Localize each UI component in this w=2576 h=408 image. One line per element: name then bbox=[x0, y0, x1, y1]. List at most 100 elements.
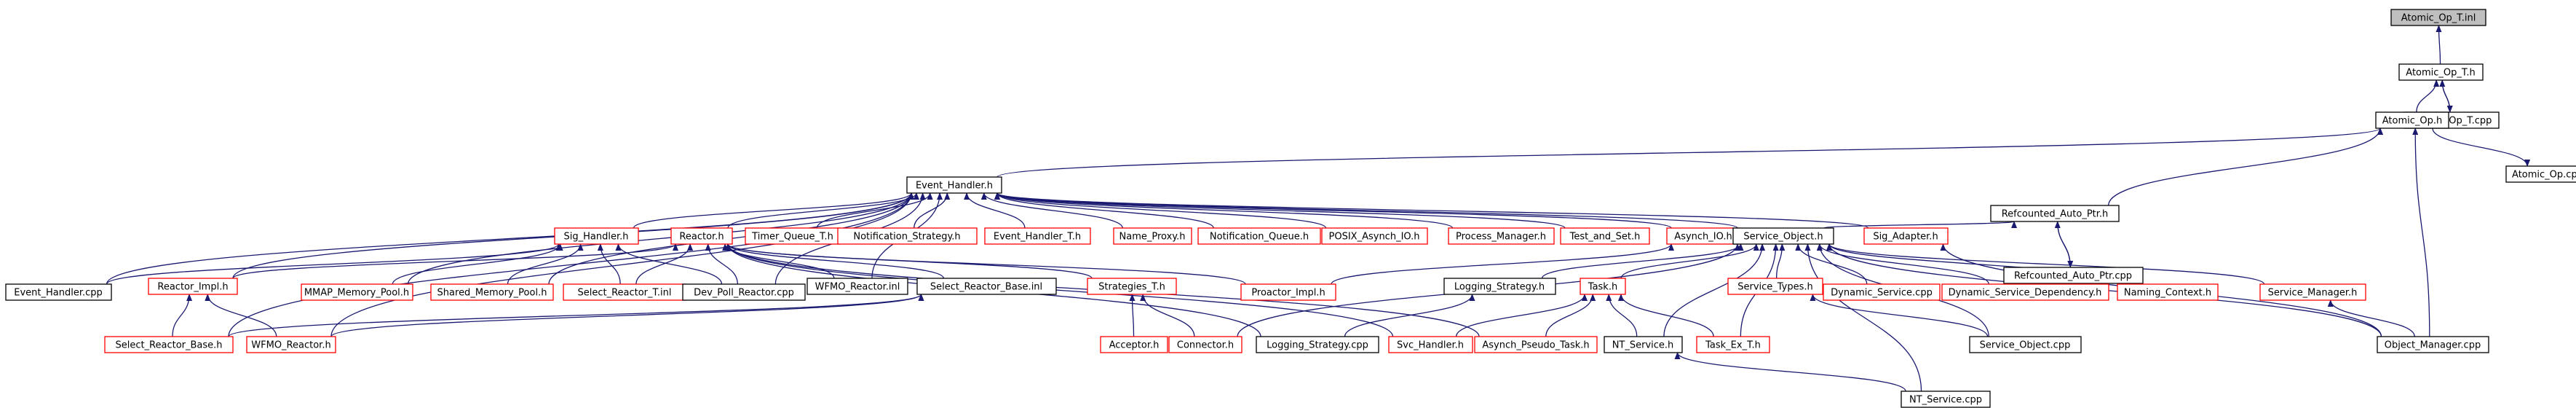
include-edge bbox=[994, 192, 1869, 229]
graph-node-reactor-impl-h[interactable]: Reactor_Impl.h bbox=[148, 278, 238, 295]
graph-node-asynch-io-h[interactable]: Asynch_IO.h bbox=[1666, 227, 1740, 245]
node-box bbox=[984, 227, 1091, 245]
include-edge bbox=[2108, 128, 2383, 206]
node-label: Process_Manager.h bbox=[1456, 232, 1546, 243]
include-edge bbox=[172, 294, 193, 337]
graph-node-service-object-cpp[interactable]: Service_Object.cpp bbox=[1969, 336, 2082, 353]
node-label: Logging_Strategy.cpp bbox=[1267, 340, 1368, 351]
include-edge bbox=[330, 294, 924, 337]
graph-node-acceptor-h[interactable]: Acceptor.h bbox=[1100, 336, 1168, 353]
graph-node-process-manager-h[interactable]: Process_Manager.h bbox=[1448, 227, 1555, 245]
node-label: Object_Manager.cpp bbox=[2385, 340, 2481, 351]
graph-node-refcounted-auto-ptr-h[interactable]: Refcounted_Auto_Ptr.h bbox=[1990, 205, 2120, 222]
include-edge bbox=[633, 192, 914, 229]
node-label: Asynch_Pseudo_Task.h bbox=[1482, 340, 1589, 351]
graph-node-dynamic-service-cpp[interactable]: Dynamic_Service.cpp bbox=[1823, 283, 1941, 301]
node-label: Task_Ex_T.h bbox=[1705, 340, 1761, 351]
include-edge bbox=[725, 243, 1246, 285]
node-box bbox=[906, 176, 1002, 194]
node-label: Refcounted_Auto_Ptr.cpp bbox=[2014, 271, 2132, 282]
include-edge bbox=[1804, 243, 1922, 392]
node-label: Dynamic_Service.cpp bbox=[1831, 288, 1933, 299]
node-box bbox=[837, 227, 978, 245]
graph-node-atomic-op-cpp[interactable]: Atomic_Op.cpp bbox=[2505, 165, 2576, 183]
node-label: Sig_Adapter.h bbox=[1873, 232, 1938, 243]
graph-node-naming-context-h[interactable]: Naming_Context.h bbox=[2117, 283, 2219, 301]
graph-node-posix-asynch-io-h[interactable]: POSIX_Asynch_IO.h bbox=[1321, 227, 1428, 245]
graph-node-dev-poll-reactor-cpp[interactable]: Dev_Poll_Reactor.cpp bbox=[682, 283, 806, 301]
graph-node-logging-strategy-h[interactable]: Logging_Strategy.h bbox=[1443, 278, 1556, 295]
node-label: Select_Reactor_Base.h bbox=[115, 340, 222, 351]
graph-node-service-object-h[interactable]: Service_Object.h bbox=[1732, 227, 1834, 245]
node-box bbox=[1727, 278, 1823, 295]
graph-node-select-reactor-t-inl[interactable]: Select_Reactor_T.inl bbox=[563, 283, 686, 301]
graph-node-notification-queue-h[interactable]: Notification_Queue.h bbox=[1197, 227, 1321, 245]
include-edge bbox=[2057, 221, 2074, 268]
node-label: WFMO_Reactor.h bbox=[251, 340, 330, 351]
graph-node-object-manager-cpp[interactable]: Object_Manager.cpp bbox=[2377, 336, 2489, 353]
include-edge bbox=[507, 243, 584, 285]
node-label: Proactor_Impl.h bbox=[1251, 288, 1325, 299]
include-edge bbox=[994, 192, 1454, 229]
include-edge bbox=[597, 243, 621, 285]
graph-node-strategies-t-h[interactable]: Strategies_T.h bbox=[1087, 278, 1177, 295]
graph-node-sig-handler-h[interactable]: Sig_Handler.h bbox=[554, 227, 639, 245]
graph-node-task-ex-t-h[interactable]: Task_Ex_T.h bbox=[1696, 336, 1770, 353]
graph-node-event-handler-h[interactable]: Event_Handler.h bbox=[906, 176, 1002, 194]
graph-node-asynch-pseudo-task-h[interactable]: Asynch_Pseudo_Task.h bbox=[1474, 336, 1598, 353]
graph-node-atomic-op-t-inl[interactable]: Atomic_Op_T.inl bbox=[2390, 9, 2486, 26]
include-edge bbox=[2412, 128, 2430, 337]
node-label: Svc_Handler.h bbox=[1397, 340, 1464, 351]
node-box bbox=[1580, 278, 1626, 295]
include-edge bbox=[228, 192, 914, 337]
node-box bbox=[301, 283, 413, 301]
node-label: Service_Types.h bbox=[1737, 282, 1813, 293]
include-edge bbox=[1826, 243, 2265, 285]
include-edge bbox=[228, 294, 924, 337]
graph-node-test-and-set-h[interactable]: Test_and_Set.h bbox=[1560, 227, 1650, 245]
graph-node-service-types-h[interactable]: Service_Types.h bbox=[1727, 278, 1823, 295]
graph-node-select-reactor-base-inl[interactable]: Select_Reactor_Base.inl bbox=[916, 278, 1057, 295]
graph-node-atomic-op-h[interactable]: Atomic_Op.h bbox=[2375, 111, 2449, 129]
node-label: Atomic_Op.cpp bbox=[2512, 170, 2576, 181]
graph-node-atomic-op-t-h[interactable]: Atomic_Op_T.h bbox=[2398, 63, 2484, 81]
graph-node-wfmo-reactor-h[interactable]: WFMO_Reactor.h bbox=[246, 336, 336, 353]
graph-node-connector-h[interactable]: Connector.h bbox=[1168, 336, 1243, 353]
graph-node-reactor-h[interactable]: Reactor.h bbox=[670, 227, 733, 245]
node-box bbox=[1113, 227, 1192, 245]
graph-node-mmap-memory-pool-h[interactable]: MMAP_Memory_Pool.h bbox=[301, 283, 413, 301]
graph-node-sig-adapter-h[interactable]: Sig_Adapter.h bbox=[1863, 227, 1949, 245]
graph-node-dynamic-service-dependency-h[interactable]: Dynamic_Service_Dependency.h bbox=[1941, 283, 2109, 301]
graph-node-wfmo-reactor-inl[interactable]: WFMO_Reactor.inl bbox=[807, 278, 908, 295]
include-edge bbox=[2432, 128, 2531, 167]
node-box bbox=[1168, 336, 1243, 353]
node-box bbox=[1474, 336, 1598, 353]
node-box bbox=[1941, 283, 2109, 301]
graph-node-name-proxy-h[interactable]: Name_Proxy.h bbox=[1113, 227, 1192, 245]
graph-node-shared-memory-pool-h[interactable]: Shared_Memory_Pool.h bbox=[430, 283, 554, 301]
graph-node-select-reactor-base-h[interactable]: Select_Reactor_Base.h bbox=[104, 336, 234, 353]
node-label: Select_Reactor_Base.inl bbox=[930, 282, 1042, 293]
graph-node-proactor-impl-h[interactable]: Proactor_Impl.h bbox=[1240, 283, 1336, 301]
include-edge bbox=[2441, 79, 2453, 113]
graph-node-event-handler-cpp[interactable]: Event_Handler.cpp bbox=[5, 283, 112, 301]
graph-node-task-h[interactable]: Task.h bbox=[1580, 278, 1626, 295]
graph-node-timer-queue-t-h[interactable]: Timer_Queue_T.h bbox=[745, 227, 841, 245]
graph-node-refcounted-auto-ptr-cpp[interactable]: Refcounted_Auto_Ptr.cpp bbox=[2003, 267, 2144, 284]
graph-node-nt-service-h[interactable]: NT_Service.h bbox=[1604, 336, 1683, 353]
graph-node-service-manager-h[interactable]: Service_Manager.h bbox=[2259, 283, 2366, 301]
graph-node-notification-strategy-h[interactable]: Notification_Strategy.h bbox=[837, 227, 978, 245]
node-box bbox=[2117, 283, 2219, 301]
graph-node-nt-service-cpp[interactable]: NT_Service.cpp bbox=[1901, 391, 1991, 408]
include-edge bbox=[1129, 294, 1136, 337]
node-label: Acceptor.h bbox=[1109, 340, 1160, 351]
include-edge bbox=[392, 243, 563, 285]
graph-node-logging-strategy-cpp[interactable]: Logging_Strategy.cpp bbox=[1256, 336, 1379, 353]
node-label: Reactor_Impl.h bbox=[157, 282, 228, 293]
node-box bbox=[1604, 336, 1683, 353]
node-box bbox=[246, 336, 336, 353]
graph-node-event-handler-t-h[interactable]: Event_Handler_T.h bbox=[984, 227, 1091, 245]
graph-node-svc-handler-h[interactable]: Svc_Handler.h bbox=[1388, 336, 1473, 353]
node-layer: Atomic_Op_T.inlAtomic_Op_T.hAtomic_Op_T.… bbox=[5, 9, 2576, 408]
